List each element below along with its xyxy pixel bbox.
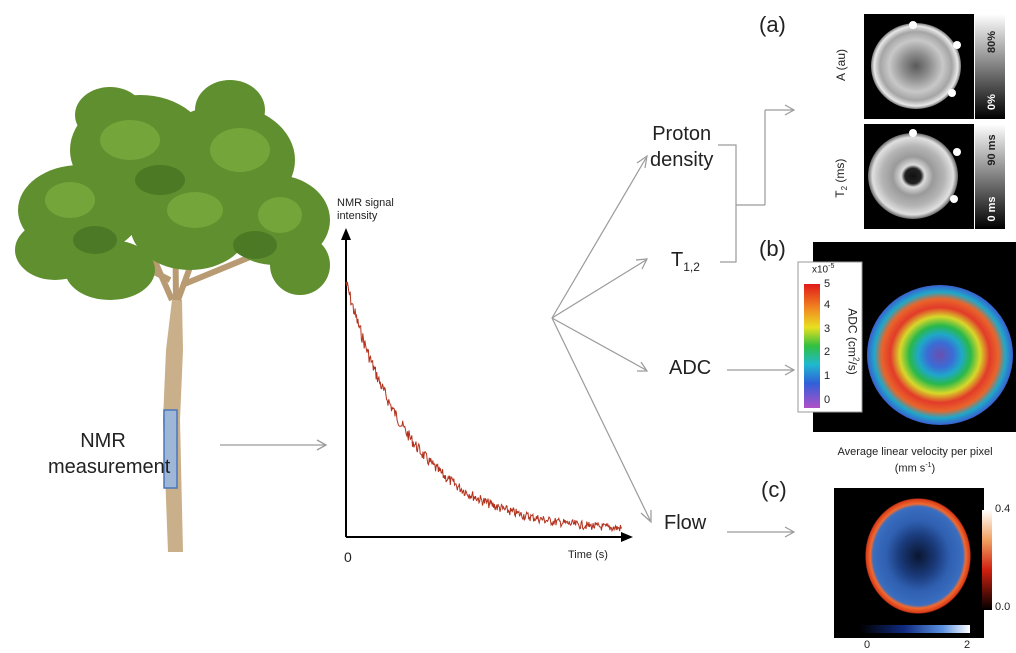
nmr-label-line1: NMR [80, 430, 126, 452]
x-axis-label: Time (s) [568, 549, 608, 561]
panel-c-right-min: 0.0 [995, 601, 1011, 613]
decay-plot [341, 228, 633, 542]
panel-b [797, 242, 1016, 432]
adc-tick-3: 3 [824, 323, 831, 335]
nmr-measurement-label: NMR measurement [48, 428, 171, 480]
panel-a-bottom-axis-label: T2 (ms) [832, 158, 850, 198]
arrow-adc-to-b [727, 364, 796, 376]
panel-c-bottom-scale [860, 625, 970, 633]
bracket-to-panel-a [718, 104, 796, 263]
y-label-line2: intensity [337, 210, 378, 222]
panel-c [834, 488, 992, 638]
panel-a-top-disk [871, 23, 961, 109]
panel-a-bottom-scale-min: 0 ms [986, 196, 998, 222]
proton-line2: density [650, 149, 714, 171]
adc-tick-2: 2 [824, 346, 831, 358]
x-axis-arrowhead [621, 532, 633, 542]
panel-c-title-line2: (mm s-1) [894, 462, 936, 475]
x-origin-label: 0 [344, 549, 352, 565]
signal-y-label: NMR signal intensity [337, 197, 394, 223]
adc-tick-4: 4 [824, 299, 831, 311]
measurement-region-box [163, 409, 178, 489]
t12-label: T1,2 [671, 249, 700, 274]
adc-tick-1: 1 [824, 370, 831, 382]
tree-illustration [15, 80, 330, 552]
panel-b-color-scale [804, 284, 820, 408]
panel-a-top-axis-label: A (au) [834, 49, 848, 82]
panel-b-axis-label: ADC (cm2/s) [845, 308, 861, 375]
panel-c-title-line1: Average linear velocity per pixel [837, 446, 993, 458]
signal-decay-curve [345, 281, 623, 533]
panel-c-bottom-min: 0 [864, 639, 871, 651]
arrow-flow-to-c [727, 526, 796, 538]
panel-a-bottom-disk [868, 133, 958, 219]
flow-label: Flow [664, 512, 707, 534]
panel-c-bottom-max: 2 [964, 639, 971, 651]
panel-c-right-max: 0.4 [995, 503, 1011, 515]
panel-c-letter: (c) [761, 477, 787, 502]
panel-a-top-scale-min: 0% [986, 94, 998, 110]
panel-b-disk [867, 285, 1013, 425]
panel-a-bottom-scale-max: 90 ms [986, 134, 998, 166]
panel-a-bottom-scale [975, 124, 1005, 229]
proton-density-label: Proton density [650, 121, 713, 173]
y-label-line1: NMR signal [337, 197, 394, 209]
panel-c-title: Average linear velocity per pixel (mm s-… [817, 446, 1013, 476]
panel-a-letter: (a) [759, 12, 786, 37]
panel-a-top-scale [975, 14, 1005, 119]
panel-c-right-scale [982, 510, 992, 610]
y-axis-arrowhead [341, 228, 351, 240]
adc-tick-0: 0 [824, 394, 831, 406]
adc-tick-5: 5 [824, 278, 831, 290]
panel-b-scale-exponent: x10-5 [812, 263, 835, 276]
panel-b-letter: (b) [759, 236, 786, 261]
panel-a-top-scale-max: 80% [986, 30, 998, 54]
branch-arrows [551, 154, 652, 524]
panel-a [864, 14, 1005, 229]
proton-line1: Proton [652, 123, 712, 145]
arrow-tree-to-plot [220, 439, 328, 451]
adc-label: ADC [669, 357, 712, 379]
nmr-label-line2: measurement [48, 456, 171, 478]
panel-c-disk [865, 498, 971, 614]
